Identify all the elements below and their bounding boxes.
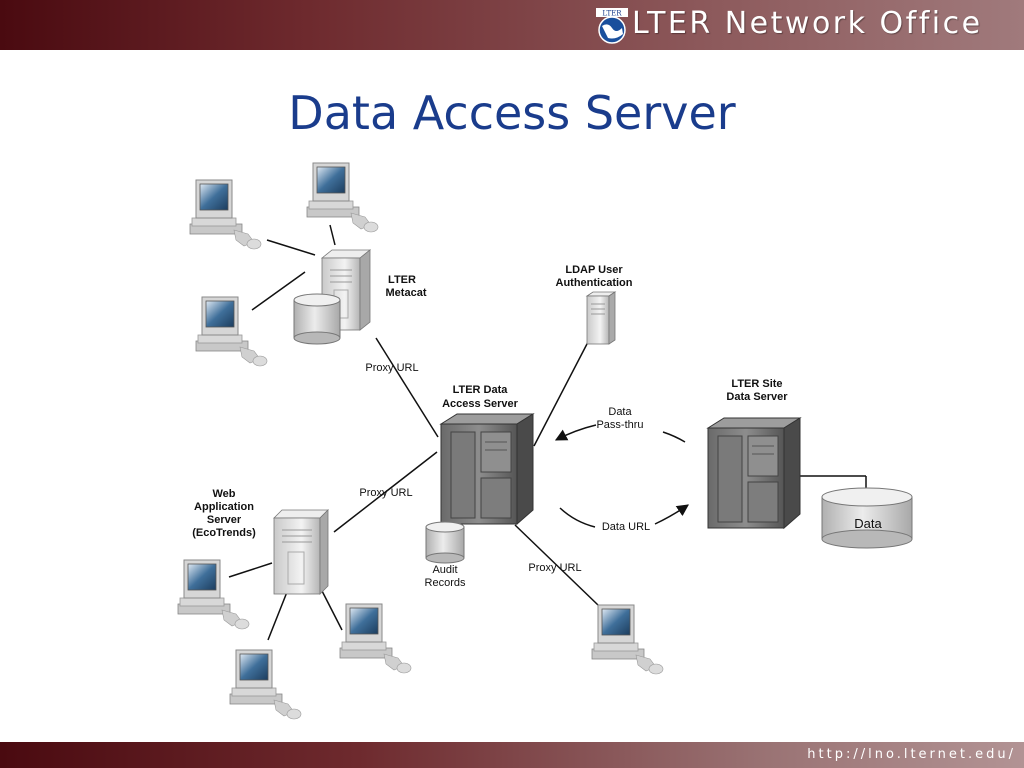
proxy-url-label: Proxy URL — [528, 562, 581, 574]
site-data-server-icon — [707, 417, 801, 529]
data-access-server-icon — [440, 413, 534, 525]
data-database-label: Data — [854, 516, 882, 531]
webapp-label-line1: Web — [212, 488, 235, 500]
connection-lines — [228, 224, 867, 641]
ldap-server-icon — [585, 291, 617, 345]
header-bar — [0, 0, 1024, 50]
client-computer-icon — [189, 179, 262, 250]
svg-text:LTER: LTER — [602, 10, 622, 18]
metacat-database-icon — [293, 293, 341, 345]
webapp-label-line3: Server — [207, 514, 242, 526]
audit-records-database-icon — [425, 521, 465, 564]
das-label-line2: Access Server — [442, 398, 519, 410]
proxy-url-label: Proxy URL — [359, 487, 412, 499]
audit-label-line1: Audit — [432, 564, 457, 576]
page-title: Data Access Server — [288, 86, 736, 140]
data-passthru-label-line1: Data — [608, 406, 632, 418]
proxy-url-label: Proxy URL — [365, 362, 418, 374]
client-computer-icon — [177, 559, 250, 630]
audit-label-line2: Records — [425, 577, 466, 589]
footer-url: http://lno.lternet.edu/ — [807, 747, 1016, 762]
webapp-label-line4: (EcoTrends) — [192, 527, 256, 539]
data-url-label: Data URL — [602, 521, 650, 533]
client-computer-icon — [339, 603, 412, 674]
metacat-label-line1: LTER — [388, 274, 416, 286]
webapp-label-line2: Application — [194, 501, 254, 513]
data-passthru-label-line2: Pass-thru — [596, 419, 643, 431]
client-computer-icon — [306, 162, 379, 233]
das-label-line1: LTER Data — [453, 384, 509, 396]
brand-title: LTER Network Office — [632, 6, 983, 41]
data-database-icon — [821, 487, 913, 549]
site-label-line1: LTER Site — [731, 378, 782, 390]
metacat-label-line2: Metacat — [386, 287, 427, 299]
site-label-line2: Data Server — [726, 391, 788, 403]
web-application-server-icon — [273, 509, 329, 595]
footer-bar — [0, 742, 1024, 768]
ldap-label-line1: LDAP User — [565, 264, 623, 276]
client-computer-icon — [229, 649, 302, 720]
ldap-label-line2: Authentication — [556, 277, 633, 289]
client-computer-icon — [591, 604, 664, 675]
lter-logo-icon: LTER — [596, 8, 628, 44]
